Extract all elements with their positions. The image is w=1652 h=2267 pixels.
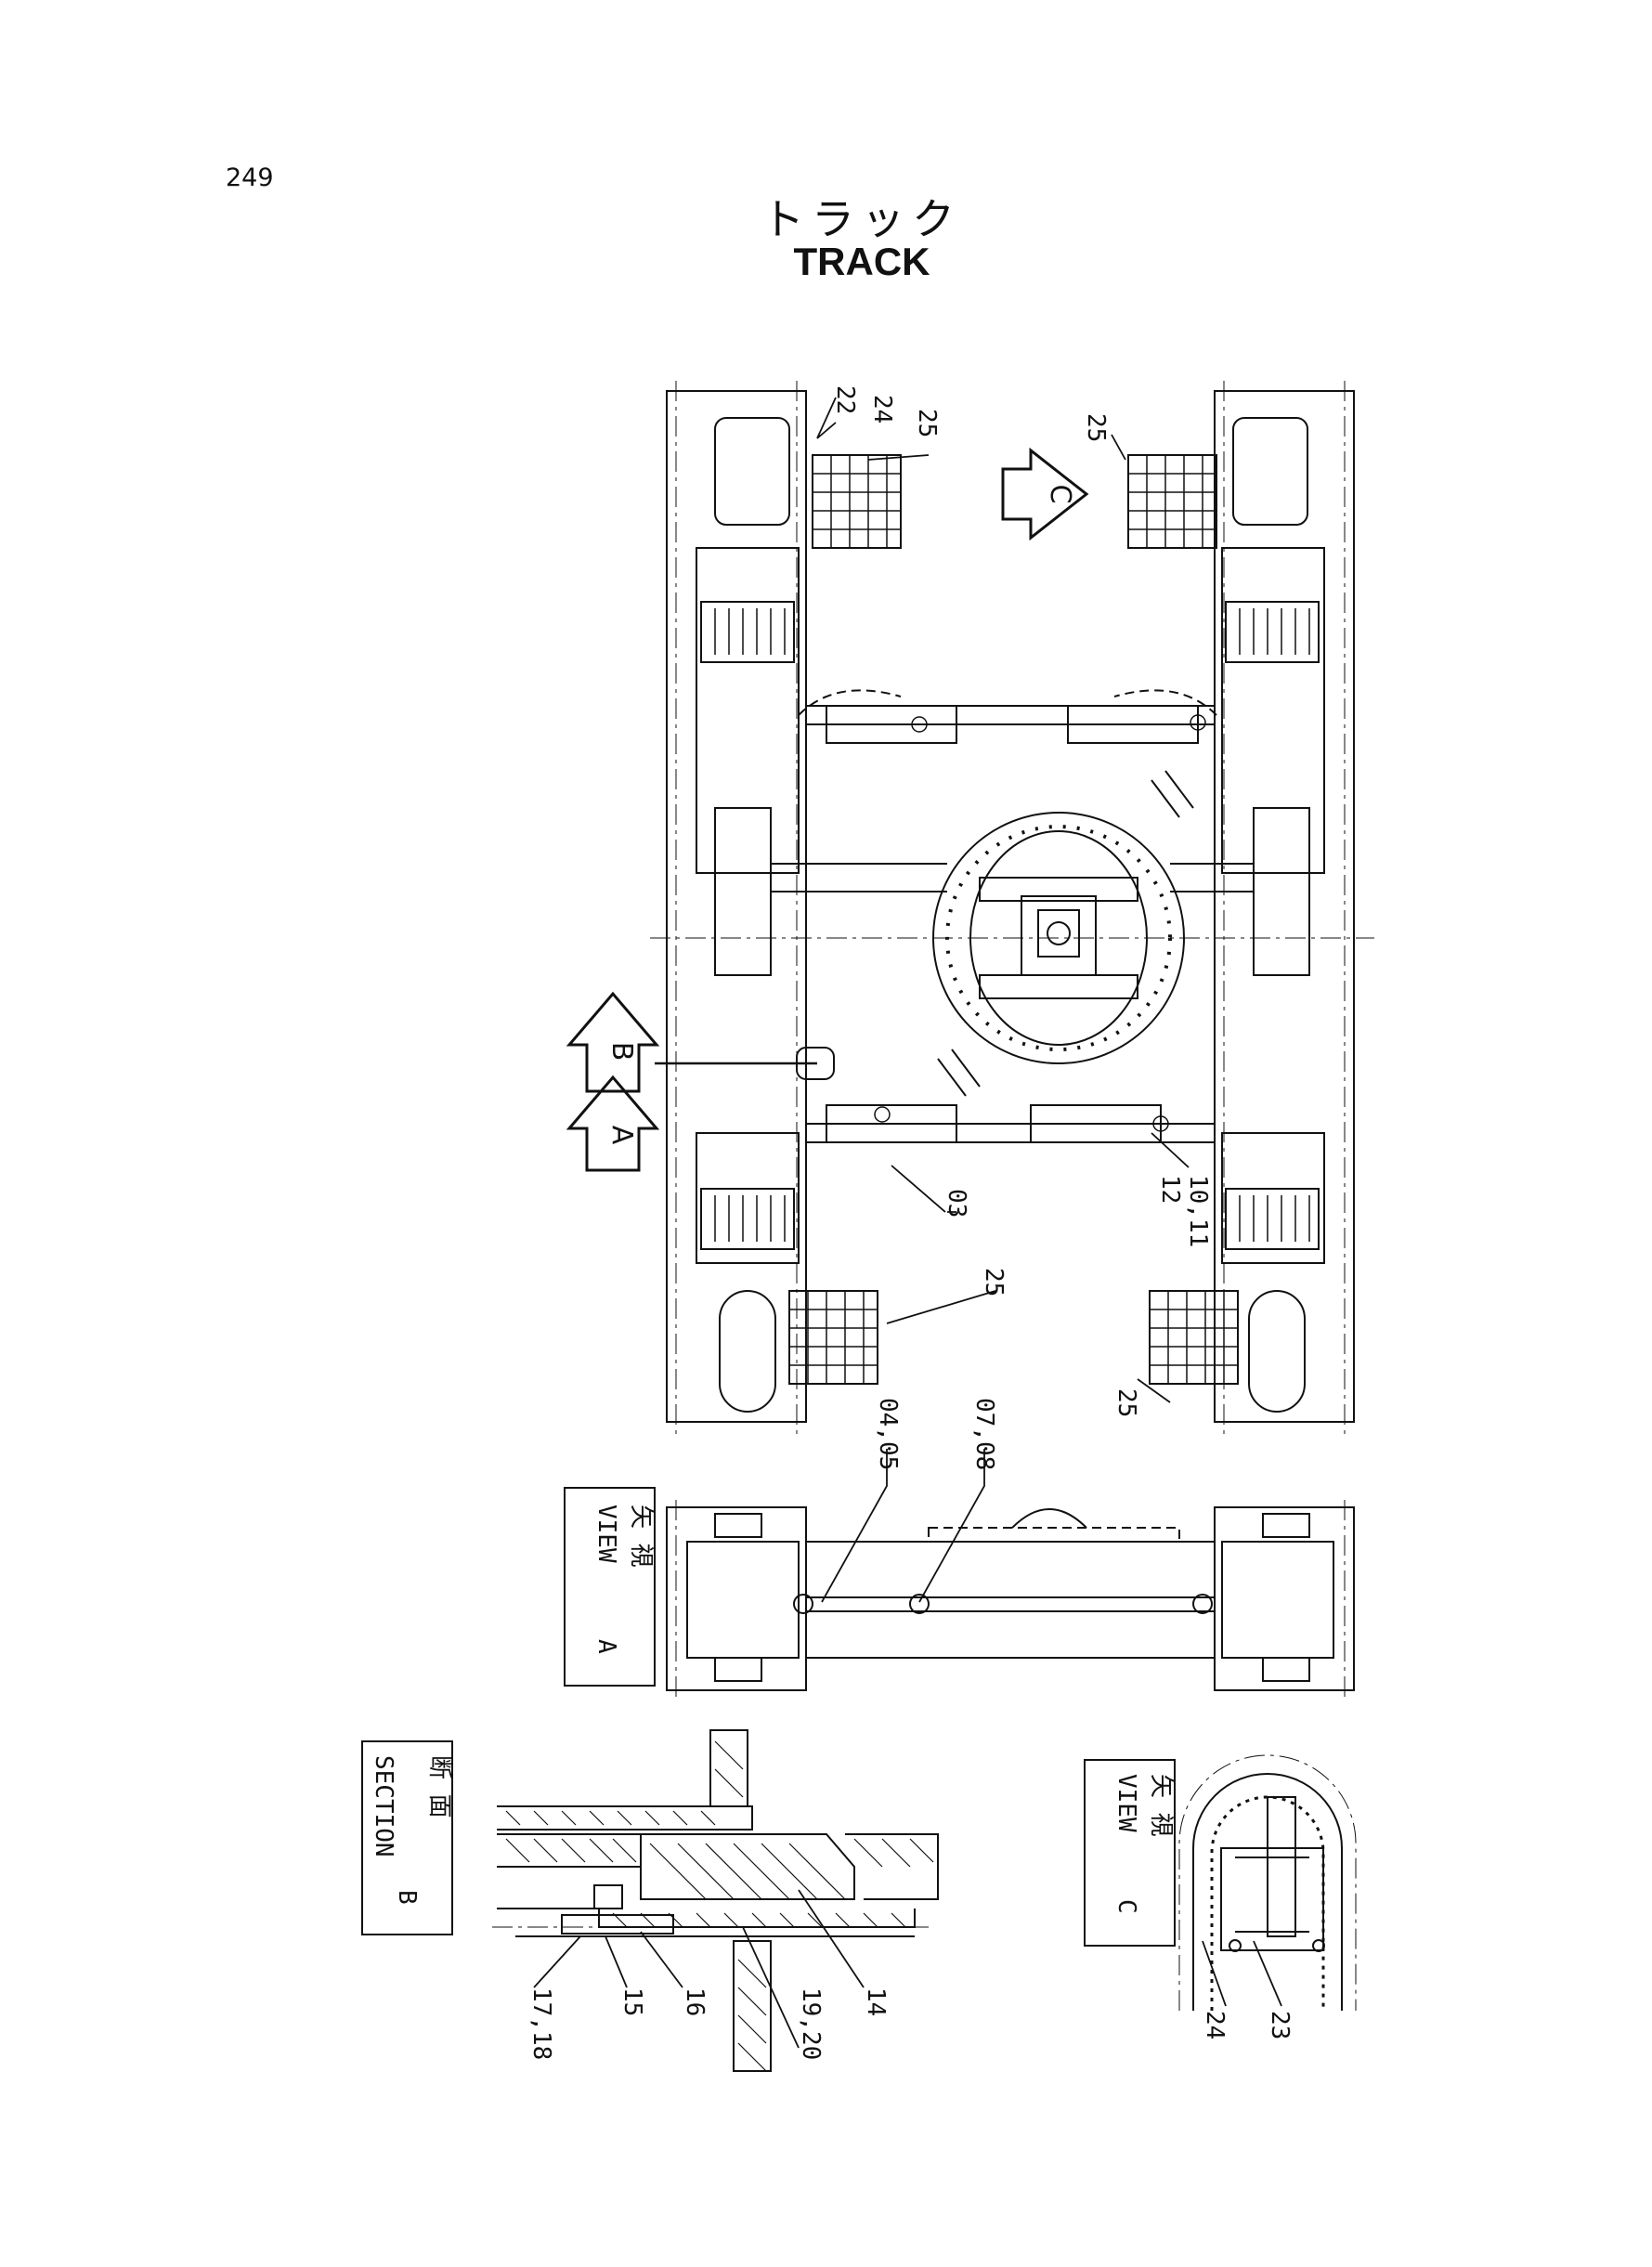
callout-22: 22 (831, 385, 859, 414)
callout-17-18: 17,18 (527, 1987, 555, 2060)
callout-12: 12 (1156, 1175, 1184, 1204)
view-c-en-label: VIEW (1112, 1774, 1140, 1832)
section-b-letter: B (393, 1890, 421, 1905)
callout-24-view-c: 24 (1201, 2011, 1229, 2039)
callout-25-bottom-left: 25 (980, 1268, 1008, 1296)
view-b-arrow (566, 991, 660, 1093)
section-b-label-box (361, 1740, 453, 1935)
callout-10-11: 10,11 (1184, 1175, 1212, 1247)
view-a-arrow (566, 1075, 660, 1172)
view-a-marker-label: A (605, 1126, 638, 1145)
view-a-en-label: VIEW (592, 1505, 620, 1563)
view-c-label-box (1084, 1759, 1176, 1947)
view-c-letter: C (1112, 1899, 1140, 1914)
callout-15: 15 (618, 1987, 646, 2016)
callout-23: 23 (1266, 2011, 1294, 2039)
view-a-letter: A (592, 1639, 620, 1654)
section-b-jp-label: 断 面 (425, 1755, 453, 1818)
section-b-drawing (492, 1729, 939, 2072)
track-frame-plan-view (650, 381, 1374, 1435)
view-c-marker-label: C (1044, 485, 1076, 504)
title-japanese: トラック (761, 194, 962, 244)
title-english: TRACK (793, 240, 930, 283)
callout-03: 03 (943, 1189, 970, 1218)
callout-25-top-left: 25 (913, 409, 941, 437)
section-b-en-label: SECTION (370, 1755, 397, 1857)
callout-25-bottom-right: 25 (1112, 1388, 1140, 1417)
callout-24-top: 24 (868, 395, 896, 423)
callout-16: 16 (681, 1987, 709, 2016)
callout-14: 14 (862, 1987, 890, 2016)
view-a-drawing (666, 1500, 1355, 1700)
callout-25-top-right: 25 (1082, 413, 1110, 442)
view-c-arrow (1001, 447, 1089, 541)
page-number: 249 (226, 163, 274, 192)
callout-04-05: 04,05 (874, 1398, 902, 1470)
view-a-jp-label: 矢 視 (627, 1505, 655, 1568)
callout-07-08: 07,08 (970, 1398, 998, 1470)
view-c-jp-label: 矢 視 (1147, 1774, 1175, 1837)
view-b-marker-label: B (605, 1042, 638, 1062)
callout-19-20: 19,20 (797, 1987, 825, 2060)
view-a-label-box (564, 1487, 656, 1687)
view-c-drawing (1178, 1754, 1357, 2011)
